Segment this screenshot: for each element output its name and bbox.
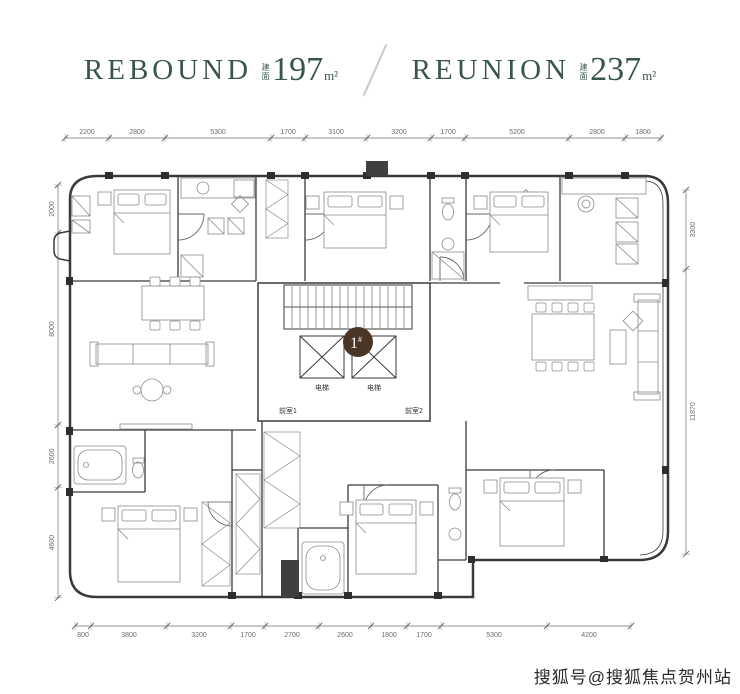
- plan-b-area-label: 建面: [579, 62, 589, 81]
- nightstand: [473, 195, 488, 210]
- plan-a-area-unit: m²: [324, 67, 339, 83]
- elevator-shaft-1: [299, 335, 345, 379]
- chair: [169, 320, 181, 331]
- core-outline: [257, 282, 431, 422]
- dimension-set: 800 3800 3200 1700 2700 2600 1800 1700 5300 4200: [71, 622, 635, 639]
- dimension-label: 2800: [589, 129, 605, 136]
- dimension-layer: 2200 2800 5300 1700 3100 3200 1700 5200 2800 1800…: [49, 129, 697, 639]
- nightstand: [389, 195, 404, 210]
- dimension-label: 1700: [280, 129, 296, 136]
- plan-b-area-value: 237: [590, 50, 642, 88]
- dimension-label: 2600: [49, 448, 56, 464]
- bed: [323, 191, 387, 249]
- plan-b-name: REUNION: [411, 53, 571, 86]
- chair: [535, 361, 547, 372]
- plan-a-name: REBOUND: [83, 53, 253, 86]
- balcony-glass-line: [639, 180, 664, 556]
- wardrobe: [201, 501, 231, 587]
- plan-a-area-label: 建面: [261, 62, 271, 81]
- dimension-label: 8000: [49, 321, 56, 337]
- wardrobe: [263, 431, 301, 529]
- elevator-1-label: 电梯: [315, 383, 329, 392]
- dimension-label: 1800: [381, 632, 397, 639]
- dimension-label: 2000: [49, 201, 56, 217]
- watermark: 搜狐号@搜狐焦点贺州站: [533, 668, 732, 687]
- left-balcony-bump: [53, 230, 71, 262]
- front-room-1-label: 前室1: [279, 406, 297, 415]
- dimension-label: 5300: [210, 129, 226, 136]
- chair: [535, 302, 547, 313]
- badge-text: 1#: [350, 335, 362, 352]
- dimension-label: 3200: [391, 129, 407, 136]
- dimension-label: 1700: [240, 632, 256, 639]
- dimension-label: 1700: [440, 129, 456, 136]
- dimension-set: 2000 8000 2600 4600: [49, 181, 62, 602]
- dimension-label: 11870: [690, 402, 697, 421]
- dimension-set: 2200 2800 5300 1700 3100 3200 1700 5200 2800 1800: [61, 129, 665, 142]
- chair: [149, 320, 161, 331]
- chair: [567, 302, 579, 313]
- chair: [551, 302, 563, 313]
- furniture-layer: [97, 179, 595, 587]
- nightstand: [567, 479, 582, 494]
- chair: [169, 276, 181, 287]
- bed: [499, 477, 565, 547]
- dimension-label: 1700: [416, 632, 432, 639]
- chair: [189, 320, 201, 331]
- dimension-label: 2200: [79, 129, 95, 136]
- fixtures: [71, 177, 661, 595]
- dimension-label: 4600: [49, 535, 56, 551]
- dimension-label: 1800: [635, 129, 651, 136]
- dimension-label: 3200: [191, 632, 207, 639]
- dimension-label: 2600: [337, 632, 353, 639]
- doors: [177, 213, 555, 527]
- dimension-label: 800: [77, 632, 89, 639]
- wardrobe: [235, 473, 261, 575]
- elevator-2-label: 电梯: [367, 383, 381, 392]
- nightstand: [339, 501, 354, 516]
- riser-shaft-bottom: [281, 560, 299, 597]
- dimension-label: 5200: [509, 129, 525, 136]
- chair: [567, 361, 579, 372]
- dimension-label: 3100: [328, 129, 344, 136]
- dimension-set: 3300 11870: [682, 186, 697, 558]
- riser-shaft-top: [366, 161, 388, 176]
- nightstand: [305, 195, 320, 210]
- chair: [551, 361, 563, 372]
- chair: [189, 276, 201, 287]
- chair: [149, 276, 161, 287]
- header: REBOUND 建面 197 m² REUNION 建面 237 m²: [0, 42, 740, 98]
- plan-title-reunion: REUNION 建面 237 m²: [411, 50, 657, 88]
- chair: [583, 361, 595, 372]
- nightstand: [183, 507, 198, 522]
- nightstand: [101, 507, 116, 522]
- shafts: [281, 161, 388, 597]
- interior-walls: [70, 176, 666, 597]
- plan-title-rebound: REBOUND 建面 197 m²: [83, 50, 339, 88]
- dimension-label: 4200: [581, 632, 597, 639]
- core: 电梯 电梯 前室1 前室2: [257, 282, 431, 422]
- plan-b-area-unit: m²: [642, 67, 657, 83]
- unit-badge: 1#: [343, 327, 373, 357]
- bed: [117, 505, 181, 583]
- badge-circle: [343, 327, 373, 357]
- plan-a-area-value: 197: [272, 50, 324, 88]
- nightstand: [419, 501, 434, 516]
- bed: [489, 191, 549, 253]
- chair: [583, 302, 595, 313]
- dimension-label: 2800: [129, 129, 145, 136]
- stair-treads: [284, 286, 412, 328]
- nightstand: [97, 191, 112, 206]
- dimension-label: 3800: [121, 632, 137, 639]
- dimension-label: 2700: [284, 632, 300, 639]
- dimension-label: 5300: [486, 632, 502, 639]
- dimension-label: 3300: [690, 222, 697, 238]
- wardrobe: [265, 179, 289, 239]
- nightstand: [483, 479, 498, 494]
- front-room-2-label: 前室2: [405, 406, 423, 415]
- bed: [355, 499, 417, 575]
- bed: [113, 189, 171, 255]
